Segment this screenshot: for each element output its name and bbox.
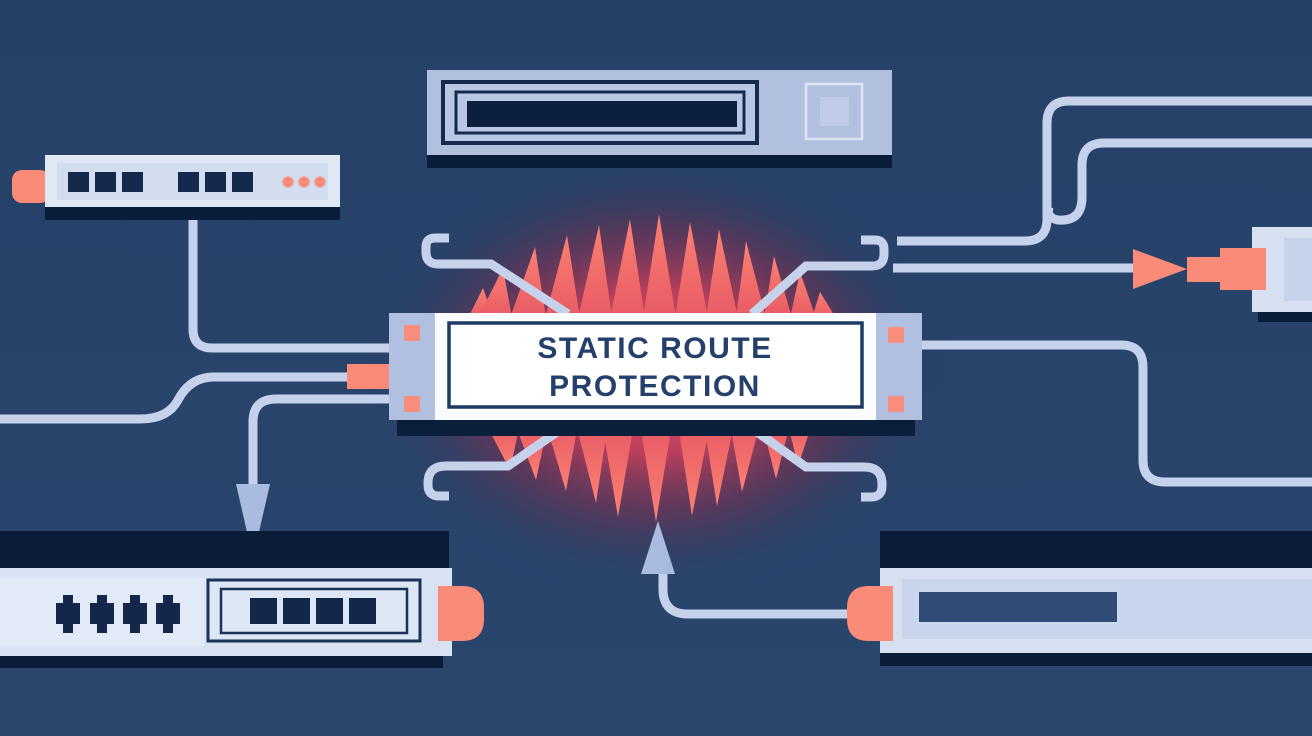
bowtie-connector-right [1133, 248, 1266, 290]
connector-head [1220, 248, 1266, 290]
plate-shadow [397, 420, 915, 436]
plate-title-line2: PROTECTION [549, 370, 761, 403]
cable-left-edge-to-plug [0, 372, 350, 424]
plug-right [438, 586, 484, 641]
dip-switch [123, 595, 147, 633]
status-led [298, 176, 310, 188]
screw [888, 327, 904, 343]
plug-left [847, 586, 893, 641]
device-bottom-strip [880, 653, 1312, 666]
spike [736, 241, 766, 318]
spike [704, 424, 734, 506]
cable-plate-to-down-arrow [248, 394, 392, 484]
spike [643, 214, 676, 318]
port-square [316, 598, 343, 624]
hook-cable-bottom-right [747, 423, 887, 502]
port-bank-inner-frame [219, 587, 409, 635]
spike [675, 222, 708, 318]
spike [578, 225, 612, 318]
port-square [122, 172, 143, 192]
port-square [232, 172, 253, 192]
arrow-up-to-plate [641, 521, 675, 574]
cable-router-to-up-arrow [658, 572, 850, 619]
dip-switch [56, 595, 80, 633]
spike [478, 268, 512, 318]
port-square [349, 598, 376, 624]
spike [790, 272, 816, 318]
status-led [282, 176, 294, 188]
spike [546, 424, 578, 491]
spike [510, 247, 546, 318]
port-square [205, 172, 226, 192]
cap-screws [404, 325, 904, 412]
panel-button [820, 97, 849, 126]
connector-neck [1187, 257, 1220, 282]
led-group [282, 176, 326, 188]
screw [404, 325, 420, 341]
screw [404, 396, 420, 412]
plate-title-line1: STATIC ROUTE [537, 332, 772, 365]
cable-topleft-device-to-plate [188, 200, 392, 353]
device-faceplate [1284, 238, 1312, 301]
starburst [468, 214, 836, 522]
port-square [95, 172, 116, 192]
device-top-strip [880, 531, 1312, 568]
spike [678, 424, 710, 516]
drive-slot [467, 101, 737, 127]
module-right-edge [1133, 227, 1312, 322]
rack-device-top [427, 70, 892, 168]
cable-plate-to-right-edge [916, 340, 1312, 487]
spike [545, 235, 580, 318]
dip-switch [90, 595, 114, 633]
router-bottom-right [847, 531, 1312, 666]
screw [888, 396, 904, 412]
hook-cable-top-left [421, 233, 571, 318]
dip-switch-group [56, 595, 180, 633]
spike [640, 424, 672, 522]
display-slot [917, 590, 1119, 624]
starburst-top-spikes [468, 214, 836, 318]
plug-left-of-plate [347, 364, 391, 389]
spike [576, 424, 608, 503]
hook-cable-top-right [749, 235, 889, 318]
panel-button-outline [804, 82, 864, 141]
drive-slot-inner-frame [454, 90, 746, 135]
device-bottom-strip [0, 656, 443, 668]
arrow-down-to-firewall [236, 484, 270, 532]
spike [730, 424, 760, 492]
cables [0, 96, 1312, 619]
port-group [250, 598, 376, 624]
spike [610, 219, 645, 318]
cable-right-upper-inner [1043, 138, 1312, 225]
spike [812, 292, 836, 318]
static-route-protection-plate: STATIC ROUTE PROTECTION [347, 313, 922, 436]
port-square [178, 172, 199, 192]
dip-switch [156, 595, 180, 633]
switch-top-left [12, 155, 340, 220]
firewall-bottom-left [0, 531, 484, 668]
port-square [250, 598, 277, 624]
device-shadow [45, 207, 340, 220]
device-shadow [427, 155, 892, 168]
hook-cable-bottom-left [423, 423, 567, 501]
cable-right-upper-outer [897, 96, 1312, 246]
status-led [314, 176, 326, 188]
port-square [283, 598, 310, 624]
plug-left [12, 170, 50, 203]
port-square [68, 172, 89, 192]
spike [706, 229, 738, 318]
device-shadow [1258, 312, 1312, 322]
port-group [68, 172, 253, 192]
connector-triangle [1133, 249, 1187, 289]
spike [602, 424, 634, 517]
device-top-strip [0, 531, 449, 568]
plate-label-frame [447, 321, 864, 409]
